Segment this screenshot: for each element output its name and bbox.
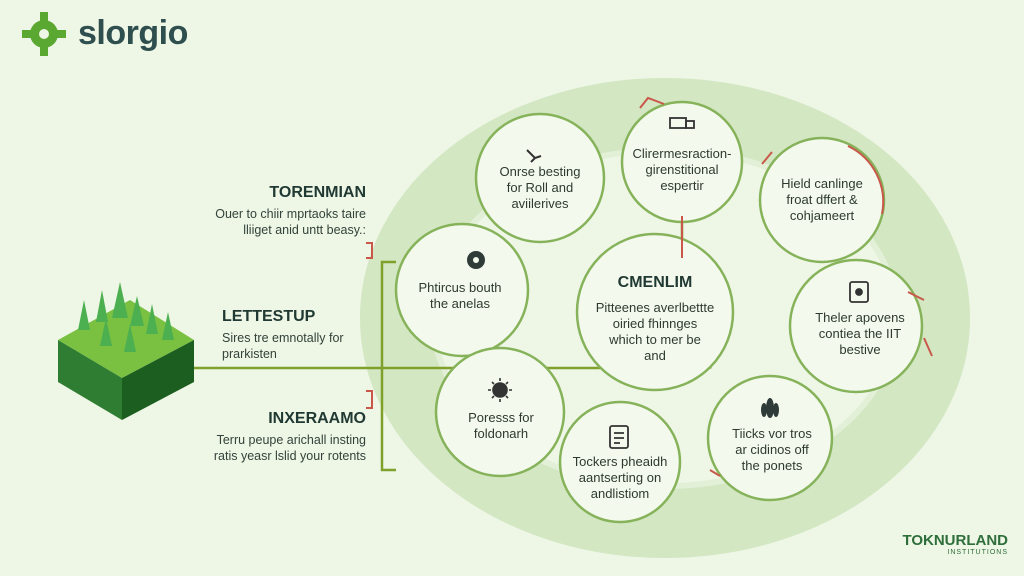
side-line: prarkisten xyxy=(222,347,277,361)
bubble-left: Phtircus bouth the anelas xyxy=(402,280,518,312)
accent-arcs xyxy=(639,96,933,477)
side-title: INXERAAMO xyxy=(268,410,366,427)
lamp-icon xyxy=(526,149,542,163)
bubble-line: Phtircus bouth xyxy=(418,280,502,295)
bubble-bottom-shape xyxy=(558,400,682,524)
bubble-bottom-right-shape xyxy=(706,374,834,502)
bubble-line: froat dffert & xyxy=(786,192,858,207)
side-block-3: INXERAAMO Terru peupe arichall insting r… xyxy=(190,410,366,464)
bubble-line: aviilerives xyxy=(511,196,569,211)
side-line: Sires tre emnotally for xyxy=(222,331,344,345)
bubble-line: Hield canlinge xyxy=(781,176,863,191)
bubble-line: the anelas xyxy=(430,296,490,311)
bubble-line: Tiicks vor tros xyxy=(732,426,812,441)
bubble-right: Theler apovens contiea the IIT bestive xyxy=(800,310,920,358)
center-bubble: CMENLIM Pitteenes averlbettte oiried fhi… xyxy=(585,274,725,364)
side-line: Ouer to chiir mprtaoks taire xyxy=(215,207,366,221)
footer-brand-name: TOKNURLAND xyxy=(902,532,1008,549)
bubble-line: cohjameert xyxy=(789,208,855,223)
bubble-line: Theler apovens xyxy=(815,310,905,325)
bubble-line: aantserting on xyxy=(578,470,662,485)
sun-icon xyxy=(488,378,512,402)
bubble-left-shape xyxy=(394,222,530,358)
clipboard-icon xyxy=(609,425,629,449)
bubble-line: andlistiom xyxy=(590,486,650,501)
location-pin-icon xyxy=(467,251,485,269)
footer-brand-sub: INSTITUTIONS xyxy=(947,549,1008,556)
side-title: LETTESTUP xyxy=(222,308,316,325)
bubble-line: the ponets xyxy=(741,458,803,473)
bubble-line: Onrse besting xyxy=(499,164,581,179)
plant-icon xyxy=(761,398,779,418)
trash-bin-icon xyxy=(849,281,869,303)
bubble-line: Tockers pheaidh xyxy=(572,454,668,469)
bubble-top-right: Hield canlinge froat dffert & cohjameert xyxy=(764,176,880,224)
bubble-line: bestive xyxy=(839,342,881,357)
side-line: Terru peupe arichall insting xyxy=(216,433,366,447)
side-line: ratis yeasr lslid your rotents xyxy=(213,449,366,463)
bubble-line: espertir xyxy=(660,178,704,193)
bubble-top-left: Onrse besting for Roll and aviilerives xyxy=(482,164,598,212)
truck-icon xyxy=(669,117,695,129)
bubble-right-shape xyxy=(788,258,924,394)
bubble-line: girenstitional xyxy=(645,162,719,177)
bubble-bottom-left-shape xyxy=(434,346,566,478)
logo-mark-icon xyxy=(22,12,66,56)
side-line: lliiget anid untt beasy.: xyxy=(243,223,366,237)
red-brackets xyxy=(366,242,373,409)
bubble-line: Clirermesraction- xyxy=(632,146,732,161)
bubble-bottom: Tockers pheaidh aantserting on andlistio… xyxy=(562,454,678,502)
bubble-top: Clirermesraction- girenstitional esperti… xyxy=(620,146,744,194)
center-title: CMENLIM xyxy=(617,274,693,291)
bubble-line: for Roll and xyxy=(506,180,574,195)
bubble-line: foldonarh xyxy=(473,426,529,441)
center-line: oiried fhinnges xyxy=(612,316,698,331)
bubble-shapes xyxy=(394,100,924,524)
bubble-top-left-shape xyxy=(474,112,606,244)
center-line: and xyxy=(644,348,666,363)
footer-brand: TOKNURLAND INSTITUTIONS xyxy=(902,532,1008,556)
logo-text: slorgio xyxy=(78,14,188,52)
bubble-line: ar cidinos off xyxy=(735,442,809,457)
bubble-line: Poresss for xyxy=(468,410,534,425)
center-line: which to mer be xyxy=(609,332,701,347)
bubble-line: contiea the IIT xyxy=(818,326,902,341)
bubble-center-shape xyxy=(575,232,735,392)
bubble-bottom-left: Poresss for foldonarh xyxy=(446,410,556,442)
side-block-1: TORENMIAN Ouer to chiir mprtaoks taire l… xyxy=(190,184,366,238)
side-title: TORENMIAN xyxy=(269,184,366,201)
side-block-2: LETTESTUP Sires tre emnotally for prarki… xyxy=(222,308,372,362)
center-line: Pitteenes averlbettte xyxy=(595,300,715,315)
bubble-bottom-right: Tiicks vor tros ar cidinos off the ponet… xyxy=(714,426,830,474)
forest-block xyxy=(58,282,194,420)
